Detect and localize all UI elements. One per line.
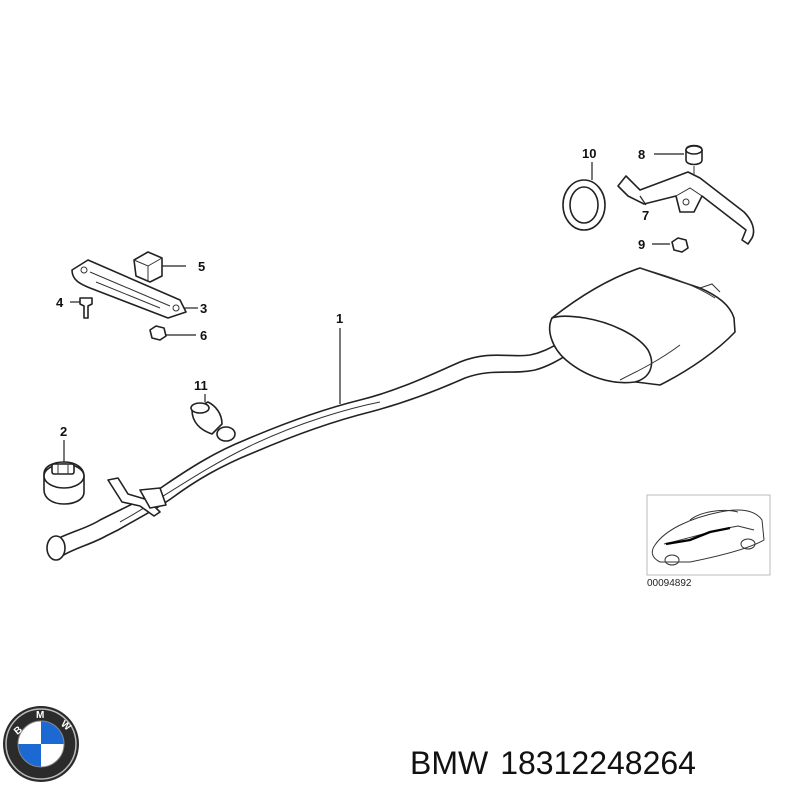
- callout-9: 9: [638, 237, 645, 252]
- callout-3: 3: [200, 301, 207, 316]
- rear-hanger-assembly: [562, 144, 755, 253]
- callout-6: 6: [200, 328, 207, 343]
- logo-letter-m: M: [36, 710, 44, 721]
- front-bracket-assembly: [70, 251, 198, 341]
- callout-1: 1: [336, 311, 343, 326]
- callout-5: 5: [198, 259, 205, 274]
- callout-10: 10: [582, 146, 596, 161]
- callout-11: 11: [194, 378, 208, 393]
- diagram-id: 00094892: [647, 578, 692, 589]
- exhaust-pipe: [46, 339, 573, 561]
- rear-muffler: [548, 267, 736, 386]
- callout-7: 7: [642, 208, 649, 223]
- vehicle-locator-inset: 00094892: [646, 494, 771, 589]
- make-label: BMW: [410, 745, 489, 781]
- pipe-clamp: [43, 440, 85, 505]
- bmw-logo: B M W: [3, 706, 79, 782]
- rubber-mount: [190, 394, 223, 435]
- callout-2: 2: [60, 424, 67, 439]
- part-number: 18312248264: [500, 745, 696, 781]
- callout-4: 4: [56, 295, 64, 310]
- part-caption: BMW 18312248264: [410, 738, 795, 788]
- callout-8: 8: [638, 147, 645, 162]
